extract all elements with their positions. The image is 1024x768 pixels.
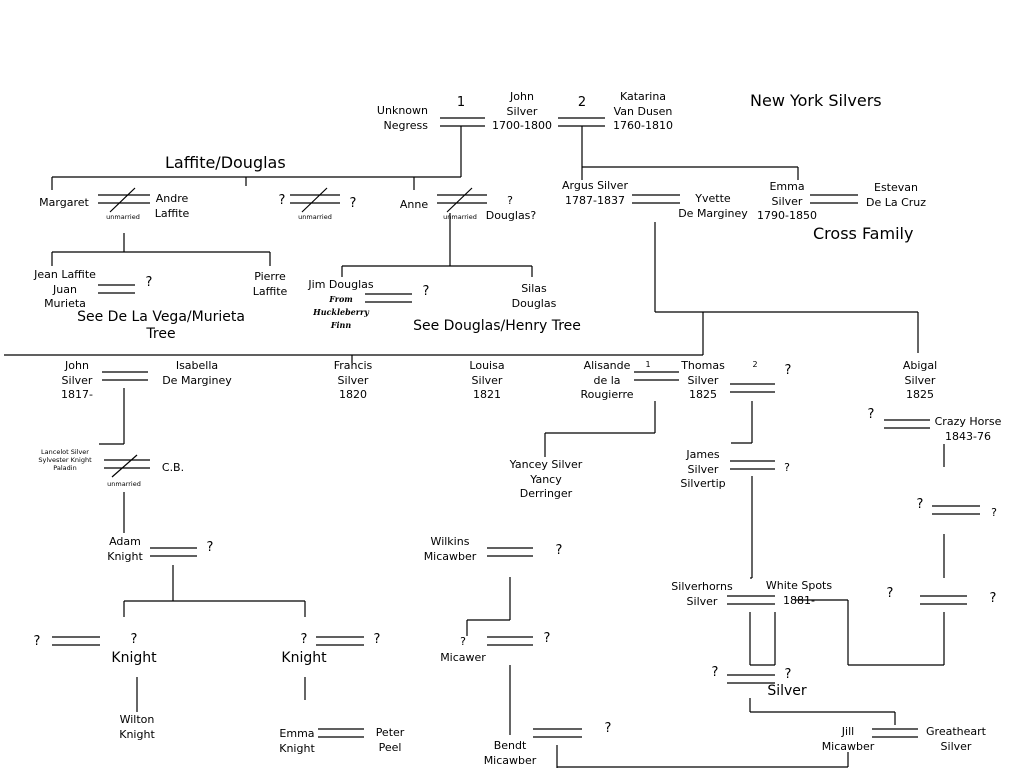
unknown-mark: ?: [784, 363, 792, 378]
person-louisa-silver: Louisa Silver 1821: [469, 359, 505, 401]
spouse-number-2: 2: [752, 360, 758, 369]
spouse-number-1: 1: [645, 360, 651, 369]
person-abigal-silver: Abigal Silver 1825: [902, 359, 938, 401]
unknown-mark: ?: [33, 634, 41, 649]
person-peter-peel: Peter Peel: [375, 726, 405, 754]
person-greatheart-silver: Greatheart Silver: [926, 725, 986, 753]
person-john-silver-1700: John Silver 1700-1800: [492, 90, 552, 132]
person-jim-douglas: Jim Douglas: [308, 278, 374, 291]
spouse-number-1: 1: [456, 95, 466, 110]
unknown-mark: ?: [349, 196, 357, 211]
person-emma-knight: Emma Knight: [279, 727, 315, 755]
person-katarina-van-dusen: Katarina Van Dusen 1760-1810: [613, 90, 673, 132]
knight-left: Knight: [111, 650, 157, 666]
person-silas-douglas: Silas Douglas: [511, 282, 557, 310]
person-bendt-micawber: Bendt Micawber: [483, 739, 537, 767]
person-francis-silver: Francis Silver 1820: [333, 359, 373, 401]
unmarried-label: unmarried: [106, 213, 140, 221]
person-jill-micawber: Jill Micawber: [821, 725, 875, 753]
person-anne: Anne: [399, 198, 429, 211]
unknown-mark: ?: [867, 407, 875, 422]
person-adam-knight: Adam Knight: [107, 535, 143, 563]
person-john-silver-1817: John Silver 1817-: [61, 359, 93, 401]
spouse-number-2: 2: [577, 95, 587, 110]
person-yancey-silver: Yancey Silver Yancy Derringer: [509, 458, 583, 500]
person-cb: C.B.: [161, 461, 185, 474]
unknown-mark: ?: [784, 461, 790, 474]
cross-family-heading: Cross Family: [813, 224, 914, 243]
unknown-mark: ?: [460, 635, 466, 648]
unknown-mark: ?: [543, 631, 551, 646]
person-wilkins-micawber: Wilkins Micawber: [423, 535, 477, 563]
unknown-mark: ?: [373, 632, 381, 647]
knight-right: Knight: [281, 650, 327, 666]
person-lancelot-silver: Lancelot Silver Sylvester Knight Paladin: [38, 448, 92, 472]
from-huckleberry-finn: From Huckleberry Finn: [313, 294, 369, 330]
unknown-mark: ?: [300, 632, 308, 647]
unknown-mark: ?: [886, 586, 894, 601]
unknown-mark: ?: [784, 667, 792, 682]
person-isabella-de-marginey: Isabella De Marginey: [162, 359, 232, 387]
unknown-mark: ?: [989, 591, 997, 606]
unknown-mark: ?: [991, 506, 997, 519]
person-jean-laffite: Jean Laffite Juan Murieta: [34, 268, 96, 310]
unknown-mark: ?: [422, 284, 430, 299]
unknown-mark: ?: [130, 632, 138, 647]
silver-bottom: Silver: [767, 683, 807, 699]
see-douglas-note: See Douglas/Henry Tree: [413, 318, 581, 334]
person-thomas-silver: Thomas Silver 1825: [681, 359, 725, 401]
person-james-silver: James Silver Silvertip: [680, 448, 726, 490]
person-silverhorns-silver: Silverhorns Silver: [671, 580, 733, 608]
unknown-mark: ?: [507, 194, 513, 207]
person-unknown-negress: Unknown Negress: [376, 104, 428, 132]
unknown-mark: ?: [278, 193, 286, 208]
person-pierre-laffite: Pierre Laffite: [252, 270, 288, 298]
unmarried-label: unmarried: [443, 213, 477, 221]
unknown-mark: ?: [711, 665, 719, 680]
person-margaret: Margaret: [39, 196, 89, 209]
see-dela-vega-note: See De La Vega/Murieta Tree: [77, 309, 245, 342]
person-micawer: Micawer: [440, 651, 486, 664]
person-estevan-de-la-cruz: Estevan De La Cruz: [865, 181, 927, 209]
unknown-mark: ?: [916, 497, 924, 512]
unmarried-label: unmarried: [298, 213, 332, 221]
unknown-mark: ?: [604, 721, 612, 736]
person-emma-silver: Emma Silver 1790-1850: [757, 180, 817, 222]
person-yvette-de-marginey: Yvette De Marginey: [678, 192, 748, 220]
unknown-mark: ?: [555, 543, 563, 558]
tree-title: New York Silvers: [750, 91, 882, 110]
person-argus-silver: Argus Silver 1787-1837: [562, 179, 628, 207]
unmarried-label: unmarried: [107, 480, 141, 488]
laffite-douglas-heading: Laffite/Douglas: [165, 153, 286, 172]
unknown-mark: ?: [206, 540, 214, 555]
person-alisande-de-la-rougierre: Alisande de la Rougierre: [580, 359, 634, 401]
person-andre-laffite: Andre Laffite: [154, 192, 190, 220]
person-white-spots: White Spots 1881-: [765, 579, 833, 607]
person-wilton-knight: Wilton Knight: [119, 713, 155, 741]
unknown-mark: ?: [145, 275, 153, 290]
person-crazy-horse: Crazy Horse 1843-76: [934, 415, 1002, 443]
person-douglas: Douglas?: [485, 209, 537, 222]
